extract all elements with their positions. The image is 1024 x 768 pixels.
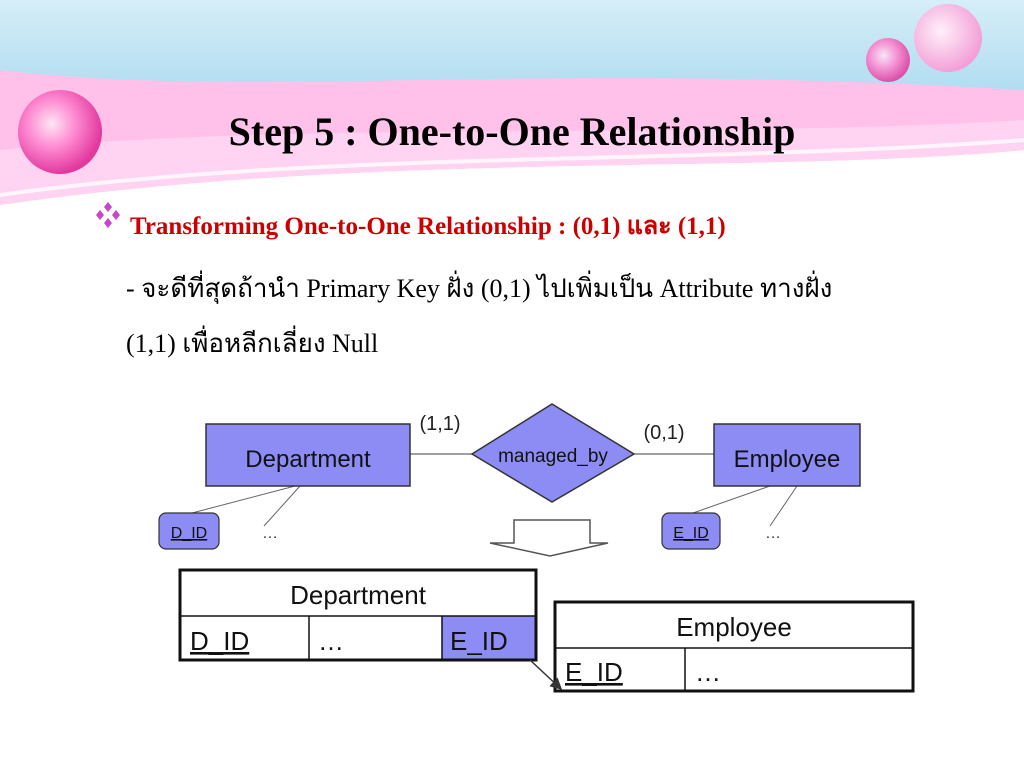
table-department-cell-ellipsis: … xyxy=(318,626,344,656)
entity-employee: Employee xyxy=(713,423,861,487)
table-department-cell-fk: E_ID xyxy=(450,626,508,656)
relationship-managed-by: managed_by xyxy=(470,403,636,503)
relationship-label: managed_by xyxy=(498,446,608,467)
bullet-heading: Transforming One-to-One Relationship : (… xyxy=(130,213,726,240)
entity-department: Department xyxy=(205,423,411,487)
attribute-e-id: E_ID xyxy=(661,512,721,550)
foreign-key-arrow xyxy=(529,659,563,691)
pink-wave-light xyxy=(0,120,1024,205)
pink-ball-small xyxy=(866,38,910,82)
table-employee-cell-ellipsis: … xyxy=(695,657,721,687)
pink-ball-top-right xyxy=(914,4,982,72)
diamond-bullet-icon xyxy=(96,202,120,228)
attr-line-right xyxy=(692,485,771,514)
table-employee-header: Employee xyxy=(676,612,792,642)
entity-employee-label: Employee xyxy=(734,446,841,473)
attribute-ellipsis-right: … xyxy=(765,525,781,542)
attribute-d-id: D_ID xyxy=(158,512,220,550)
attr-line-left xyxy=(191,485,296,514)
page-title: Step 5 : One-to-One Relationship xyxy=(228,109,796,154)
pink-ball-large xyxy=(18,90,102,174)
table-department-header: Department xyxy=(290,580,427,610)
body-text-line-1: - จะดีที่สุดถ้านำ Primary Key ฝั่ง (0,1)… xyxy=(126,274,833,303)
table-department: Department D_ID … E_ID xyxy=(178,568,538,662)
body-text-line-2: (1,1) เพื่อหลีกเลี่ยง Null xyxy=(126,329,379,358)
attribute-e-id-label: E_ID xyxy=(673,525,709,542)
down-arrow-icon xyxy=(489,519,609,557)
ellipsis-line-left xyxy=(263,485,301,527)
table-employee: Employee E_ID … xyxy=(553,600,915,693)
ellipsis-line-right xyxy=(769,485,798,527)
table-department-fk-highlight xyxy=(442,616,536,660)
entity-department-label: Department xyxy=(245,446,371,473)
cardinality-right: (0,1) xyxy=(643,422,684,444)
attribute-ellipsis-left: … xyxy=(262,525,278,542)
white-swoosh xyxy=(0,138,1024,197)
table-department-cell-pk: D_ID xyxy=(190,626,249,656)
table-employee-cell-pk: E_ID xyxy=(565,657,623,687)
attribute-d-id-label: D_ID xyxy=(171,525,207,542)
cardinality-left: (1,1) xyxy=(419,413,460,435)
